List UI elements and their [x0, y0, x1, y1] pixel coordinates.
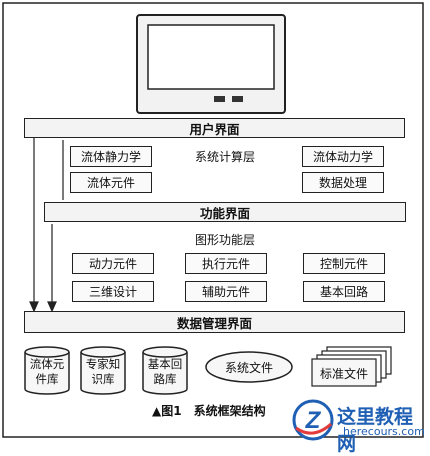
system-file-label: 系统文件	[224, 361, 273, 375]
monitor-icon	[136, 14, 286, 114]
module-auxiliary-components: 辅助元件	[185, 281, 267, 302]
db-label-line: 专家知	[85, 357, 121, 371]
function-interface-bar: 功能界面	[44, 202, 406, 222]
db-cylinder-body	[80, 352, 126, 395]
watermark-url: herecours.com	[343, 425, 425, 438]
db-cylinder-top	[142, 346, 188, 358]
module-power-components: 动力元件	[72, 253, 154, 274]
standard-file-label: 标准文件	[319, 367, 368, 381]
db-expert-knowledge-base: 专家知识库	[81, 357, 125, 387]
system-file-shape	[205, 351, 293, 383]
module-fluid-statics: 流体静力学	[70, 146, 152, 167]
db-label-line: 基本回	[147, 357, 183, 371]
watermark-logo-icon: Z	[292, 399, 334, 441]
db-cylinder-top	[24, 346, 70, 358]
svg-text:Z: Z	[305, 407, 322, 434]
module-data-processing: 数据处理	[302, 172, 384, 193]
module-basic-circuits: 基本回路	[303, 281, 385, 302]
system-compute-layer-label: 系统计算层	[194, 150, 255, 164]
figure-caption: ▲图1 系统框架结构	[152, 404, 266, 418]
module-fluid-dynamics: 流体动力学	[302, 146, 384, 167]
db-label-line: 流体元	[29, 357, 65, 371]
db-cylinder-body	[24, 352, 70, 395]
db-label-line: 件库	[35, 372, 59, 386]
db-label-line: 路库	[153, 372, 177, 386]
database-cylinders	[24, 346, 188, 395]
function-interface-label: 功能界面	[199, 205, 250, 221]
data-management-interface-bar: 数据管理界面	[24, 311, 405, 333]
user-interface-bar: 用户界面	[24, 118, 405, 138]
graphic-function-layer-label: 图形功能层	[194, 233, 255, 247]
module-3d-design: 三维设计	[72, 281, 154, 302]
module-actuators: 执行元件	[185, 253, 267, 274]
standard-file-stack	[311, 346, 392, 387]
module-control-components: 控制元件	[303, 253, 385, 274]
db-fluid-component-library: 流体元件库	[25, 357, 69, 387]
framework-diagram: Z	[2, 2, 424, 441]
db-cylinder-body	[142, 352, 188, 395]
outer-frame	[2, 2, 424, 438]
db-basic-circuit-library: 基本回路库	[143, 357, 187, 387]
db-label-line: 识库	[91, 372, 115, 386]
user-interface-label: 用户界面	[189, 121, 240, 137]
module-fluid-components: 流体元件	[70, 172, 152, 193]
db-cylinder-top	[80, 346, 126, 358]
flow-arrows	[29, 138, 57, 313]
data-management-interface-label: 数据管理界面	[176, 315, 252, 331]
